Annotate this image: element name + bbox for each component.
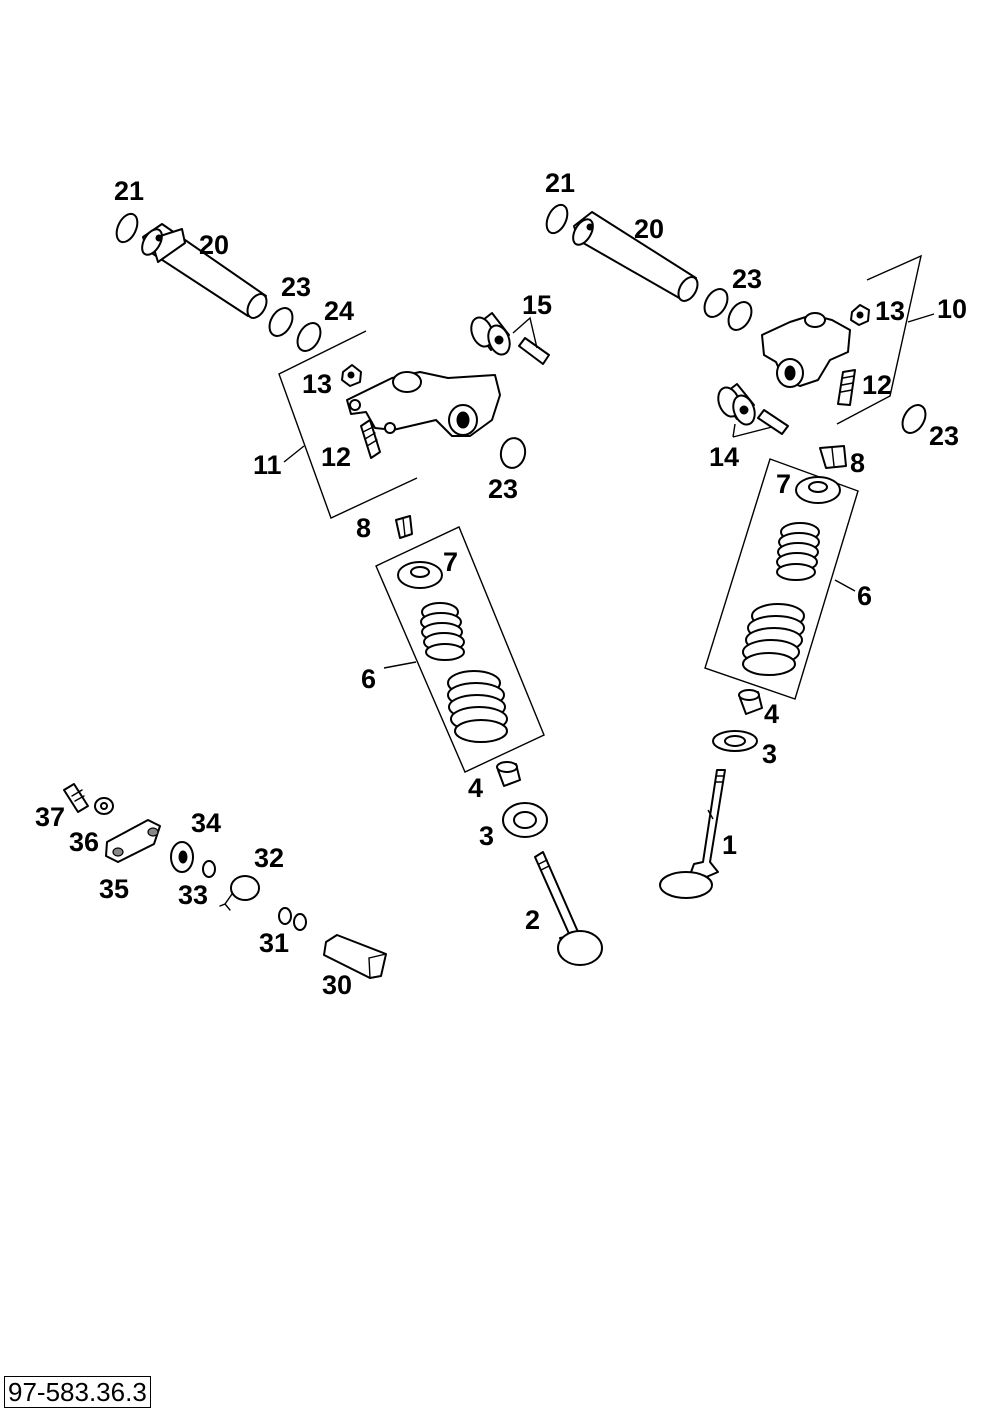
label-8-right: 8 — [850, 448, 865, 478]
ring-31b — [293, 913, 307, 931]
collet-8-left — [395, 515, 413, 539]
roller-15-left — [470, 312, 511, 356]
label-20-left: 20 — [199, 230, 229, 260]
bearing-34 — [170, 841, 194, 873]
valve-seal-4-left — [496, 761, 521, 787]
label-4-right: 4 — [764, 699, 779, 729]
left-assembly-labels: 21 20 23 24 15 13 11 12 23 8 7 6 4 3 2 — [114, 176, 552, 935]
label-6-left: 6 — [361, 664, 376, 694]
label-21-left: 21 — [114, 176, 144, 206]
right-assembly-labels: 21 20 23 13 10 12 23 14 8 7 6 4 3 1 — [545, 168, 967, 860]
pin-30 — [323, 934, 387, 979]
outer-spring-left — [447, 670, 508, 743]
inner-spring-right — [776, 522, 820, 581]
label-12-right: 12 — [862, 370, 892, 400]
label-34: 34 — [191, 808, 221, 838]
valve-2-left — [534, 851, 603, 966]
label-13-left: 13 — [302, 369, 332, 399]
label-33: 33 — [178, 880, 208, 910]
pin-15-left — [518, 337, 550, 365]
plug-32 — [219, 875, 260, 911]
diagram-reference-number: 97-583.36.3 — [4, 1376, 151, 1408]
inner-spring-left — [420, 602, 465, 661]
leader-15-left — [512, 316, 538, 349]
rocker-arm-left — [346, 371, 501, 437]
ring-31a — [278, 907, 292, 925]
nut-13-left — [341, 364, 362, 387]
leader-14-right — [732, 423, 773, 438]
small-parts-labels: 37 36 35 34 33 32 31 30 — [35, 802, 352, 1000]
ring-33 — [202, 860, 216, 878]
assembly-bracket-10 — [836, 254, 922, 425]
spring-retainer-7-right — [795, 476, 841, 504]
label-2-left: 2 — [525, 905, 540, 935]
adjust-screw-12-left — [360, 419, 381, 459]
ring-23-left-lower — [499, 437, 527, 469]
spring-retainer-7-left — [397, 561, 443, 589]
label-23-left-lower: 23 — [488, 474, 518, 504]
label-6-right: 6 — [857, 581, 872, 611]
collet-8-right — [819, 445, 847, 469]
leader-6-right — [834, 579, 856, 592]
bolt-37 — [63, 783, 89, 813]
label-13-right: 13 — [875, 296, 905, 326]
roller-14-right — [717, 383, 756, 426]
label-32: 32 — [254, 843, 284, 873]
assembly-bracket-11 — [278, 330, 418, 519]
leader-11 — [283, 445, 305, 463]
label-35: 35 — [99, 874, 129, 904]
label-12-left: 12 — [321, 442, 351, 472]
nut-13-right — [850, 304, 870, 326]
valve-1-right — [659, 769, 726, 899]
adjust-screw-12-right — [837, 369, 856, 406]
label-4-left: 4 — [468, 773, 483, 803]
plate-35 — [105, 819, 161, 863]
ring-right-top-2 — [727, 301, 753, 331]
label-21-right: 21 — [545, 168, 575, 198]
label-10: 10 — [937, 294, 967, 324]
ring-23-right-top — [703, 288, 729, 318]
leader-10 — [907, 313, 935, 323]
label-23-left-top: 23 — [281, 272, 311, 302]
label-7-left: 7 — [443, 547, 458, 577]
leader-1-right — [707, 809, 714, 820]
rocker-arm-right — [761, 312, 851, 388]
o-ring-21-right — [545, 203, 569, 235]
rocker-shaft-20-left — [141, 223, 268, 319]
label-31: 31 — [259, 928, 289, 958]
ring-24-left — [296, 322, 322, 352]
label-23-right-lower: 23 — [929, 421, 959, 451]
label-15-left: 15 — [522, 290, 552, 320]
rocker-shaft-20-right — [572, 211, 699, 302]
label-1-right: 1 — [722, 830, 737, 860]
leader-6-left — [383, 661, 417, 669]
washer-36 — [94, 797, 114, 815]
label-7-right: 7 — [776, 469, 791, 499]
label-3-left: 3 — [479, 821, 494, 851]
ring-23-right-lower — [901, 404, 927, 434]
label-36: 36 — [69, 827, 99, 857]
spring-group-box-6-left — [375, 526, 545, 773]
washer-3-left — [502, 802, 548, 838]
label-30: 30 — [322, 970, 352, 1000]
label-20-right: 20 — [634, 214, 664, 244]
label-11: 11 — [253, 450, 282, 480]
pin-14-right — [757, 409, 789, 435]
label-14-right: 14 — [709, 442, 739, 472]
outer-spring-right — [742, 603, 805, 676]
label-23-right-top: 23 — [732, 264, 762, 294]
o-ring-21-left — [115, 212, 139, 244]
label-3-right: 3 — [762, 739, 777, 769]
ring-23-left-top — [268, 307, 294, 337]
valve-seal-4-right — [738, 689, 763, 715]
label-8-left: 8 — [356, 513, 371, 543]
label-37: 37 — [35, 802, 65, 832]
washer-3-right — [712, 730, 758, 752]
label-24-left: 24 — [324, 296, 354, 326]
